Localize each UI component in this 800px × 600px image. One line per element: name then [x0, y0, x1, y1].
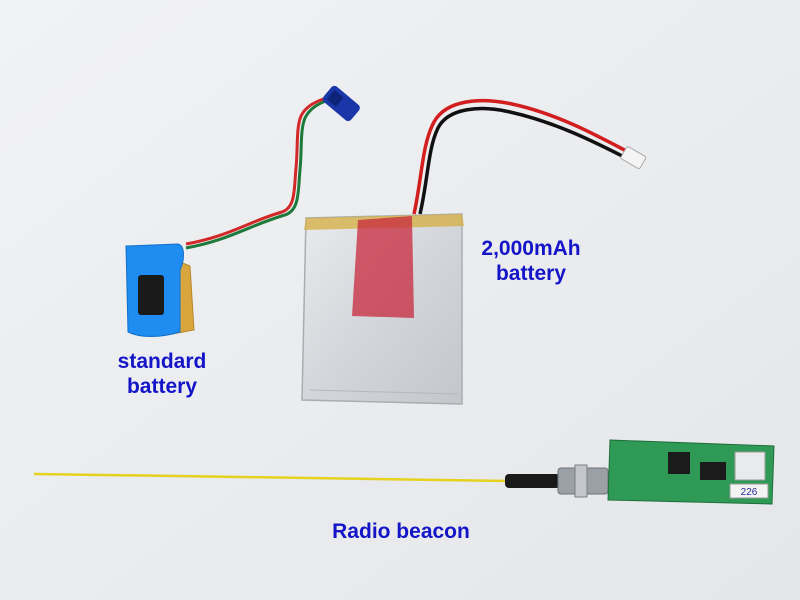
header-connector — [734, 451, 766, 481]
radio-beacon-label: Radio beacon — [332, 520, 470, 543]
standard-battery-label-line2: battery — [126, 375, 198, 398]
chip — [668, 452, 690, 474]
standard-battery-label: standard battery — [103, 349, 221, 399]
antenna-wire — [33, 472, 511, 483]
radio-beacon: 226 — [33, 439, 775, 505]
large-battery — [301, 98, 647, 405]
white-connector — [620, 146, 647, 169]
standard-battery — [125, 85, 360, 337]
red-tape — [352, 216, 414, 318]
black-patch — [138, 275, 164, 315]
blue-connector — [322, 85, 360, 122]
coax-cable — [505, 474, 560, 488]
pcb-marking: 226 — [741, 487, 758, 498]
standard-battery-label-line1: standard — [117, 350, 207, 373]
big-battery-label: 2,000mAh battery — [472, 236, 590, 286]
big-battery-label-line1: 2,000mAh — [481, 237, 581, 260]
big-battery-label-line2: battery — [495, 262, 567, 285]
